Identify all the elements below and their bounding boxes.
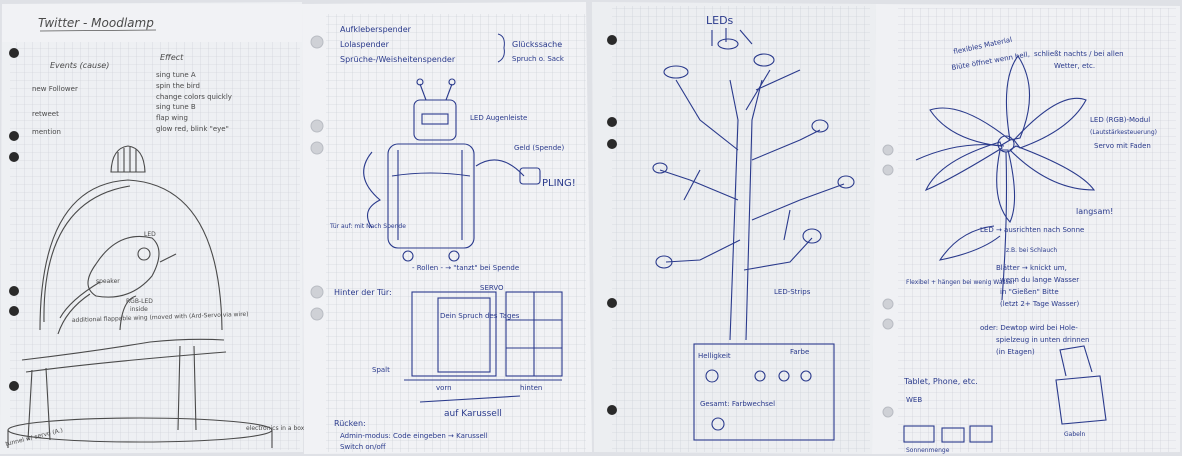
effect-item: sing tune B	[156, 103, 196, 111]
binder-hole	[311, 36, 323, 48]
binder-hole	[883, 165, 893, 175]
label-pling: PLING!	[542, 178, 576, 189]
binder-hole	[9, 152, 19, 162]
label-admin: Admin-modus: Code eingeben → Karussell	[340, 432, 488, 440]
binder-hole	[9, 48, 19, 58]
effect-item: spin the bird	[156, 82, 200, 90]
sketch-page-1: Twitter - Moodlamp Events (cause) Effect…	[0, 2, 305, 454]
binder-hole	[311, 286, 323, 298]
event-item: retweet	[32, 110, 59, 118]
binder-hole	[9, 381, 19, 391]
label-led-sonne: LED → ausrichten nach Sonne	[980, 226, 1084, 234]
label-lautstaerke: (Lautstärkesteuerung)	[1090, 129, 1157, 136]
label-hinten: hinten	[520, 384, 542, 392]
label-geld: Geld (Spende)	[514, 144, 564, 152]
label-rgb-led: RGB-LED	[126, 298, 153, 305]
label-servo-faden: Servo mit Faden	[1094, 142, 1151, 150]
label-electronics: electronics in a box	[246, 425, 305, 432]
effect-item: flap wing	[156, 114, 188, 122]
binder-hole	[311, 308, 323, 320]
label-sonne: Sonnenmenge	[906, 447, 950, 454]
effect-item: glow red, blink "eye"	[156, 125, 229, 133]
glueck-sub: Spruch o. Sack	[512, 55, 565, 63]
sketch-page-2: Aufkleberspender Lolaspender Sprüche-/We…	[302, 2, 592, 454]
label-vorn: vorn	[436, 384, 452, 392]
effect-item: change colors quickly	[156, 93, 232, 101]
label-letzt: (letzt 2+ Tage Wasser)	[1000, 300, 1080, 308]
binder-hole	[883, 299, 893, 309]
label-tablet: Tablet, Phone, etc.	[903, 377, 978, 386]
binder-hole	[607, 298, 617, 308]
label-etagen: (in Etagen)	[996, 348, 1035, 356]
label-oder: oder: Dewtop wird bei Hole-	[980, 324, 1078, 332]
label-inside: inside	[130, 306, 148, 313]
label-karussell: auf Karussell	[444, 409, 502, 419]
label-led-augen: LED Augenleiste	[470, 114, 527, 122]
binder-hole	[311, 142, 323, 154]
label-spruch: Dein Spruch des Tages	[440, 312, 520, 320]
binder-hole	[311, 120, 323, 132]
binder-hole	[9, 131, 19, 141]
binder-hole	[607, 405, 617, 415]
sketch-page-4: flexibles Material Blüte öffnet wenn hel…	[872, 4, 1180, 454]
label-langsam: langsam!	[1076, 207, 1113, 216]
label-speaker: speaker	[96, 278, 120, 285]
binder-hole	[9, 286, 19, 296]
events-title: Events (cause)	[50, 61, 109, 70]
page1-header: Twitter - Moodlamp	[38, 16, 154, 30]
label-rollen: - Rollen - → "tanzt" bei Spende	[412, 264, 519, 272]
label-tuer: Tür auf: mit Nach Spende	[329, 223, 406, 230]
binder-hole	[883, 145, 893, 155]
binder-hole	[9, 306, 19, 316]
binder-hole	[607, 117, 617, 127]
label-farbe: Farbe	[790, 348, 809, 356]
glueckssache: Glückssache	[512, 40, 562, 49]
binder-hole	[883, 407, 893, 417]
label-schlauch: z.B. bei Schlauch	[1006, 247, 1057, 254]
label-gabeln: Gabeln	[1064, 431, 1085, 438]
label-spalt: Spalt	[372, 366, 390, 374]
label-giesst: in "Gießen" Bitte	[1000, 288, 1059, 296]
label-wetter: Wetter, etc.	[1054, 62, 1095, 70]
label-hinter: Hinter der Tür:	[334, 288, 392, 297]
label-switch: Switch on/off	[340, 443, 386, 451]
label-flexibel: Flexibel + hängen bei wenig Wasser	[906, 279, 1015, 286]
label-web: WEB	[906, 396, 922, 404]
label-schliesst: schließt nachts / bei allen	[1034, 50, 1124, 58]
label-gesamt: Gesamt: Farbwechsel	[700, 400, 775, 408]
event-item: mention	[32, 128, 61, 136]
top-list-item: Sprüche-/Weisheitenspender	[340, 55, 456, 64]
event-item: new Follower	[32, 85, 78, 93]
effect-title: Effect	[160, 53, 184, 62]
sketch-page-3: LEDs LED-	[592, 2, 876, 454]
label-helligkeit: Helligkeit	[698, 352, 731, 360]
label-blatt: Blätter → knickt um,	[996, 264, 1067, 272]
binder-hole	[607, 139, 617, 149]
binder-hole	[607, 35, 617, 45]
label-led-strips: LED-Strips	[774, 288, 811, 296]
page3-title: LEDs	[706, 14, 734, 27]
top-list-item: Lolaspender	[340, 40, 390, 49]
label-led: LED	[144, 231, 156, 238]
label-led-rgb: LED (RGB)-Modul	[1090, 116, 1150, 124]
label-spielzeug: spielzeug in unten drinnen	[996, 336, 1089, 344]
label-ruecken: Rücken:	[334, 419, 366, 428]
label-servo: SERVO	[480, 284, 504, 292]
binder-hole	[883, 319, 893, 329]
top-list-item: Aufkleberspender	[340, 25, 412, 34]
effect-item: sing tune A	[156, 71, 196, 79]
